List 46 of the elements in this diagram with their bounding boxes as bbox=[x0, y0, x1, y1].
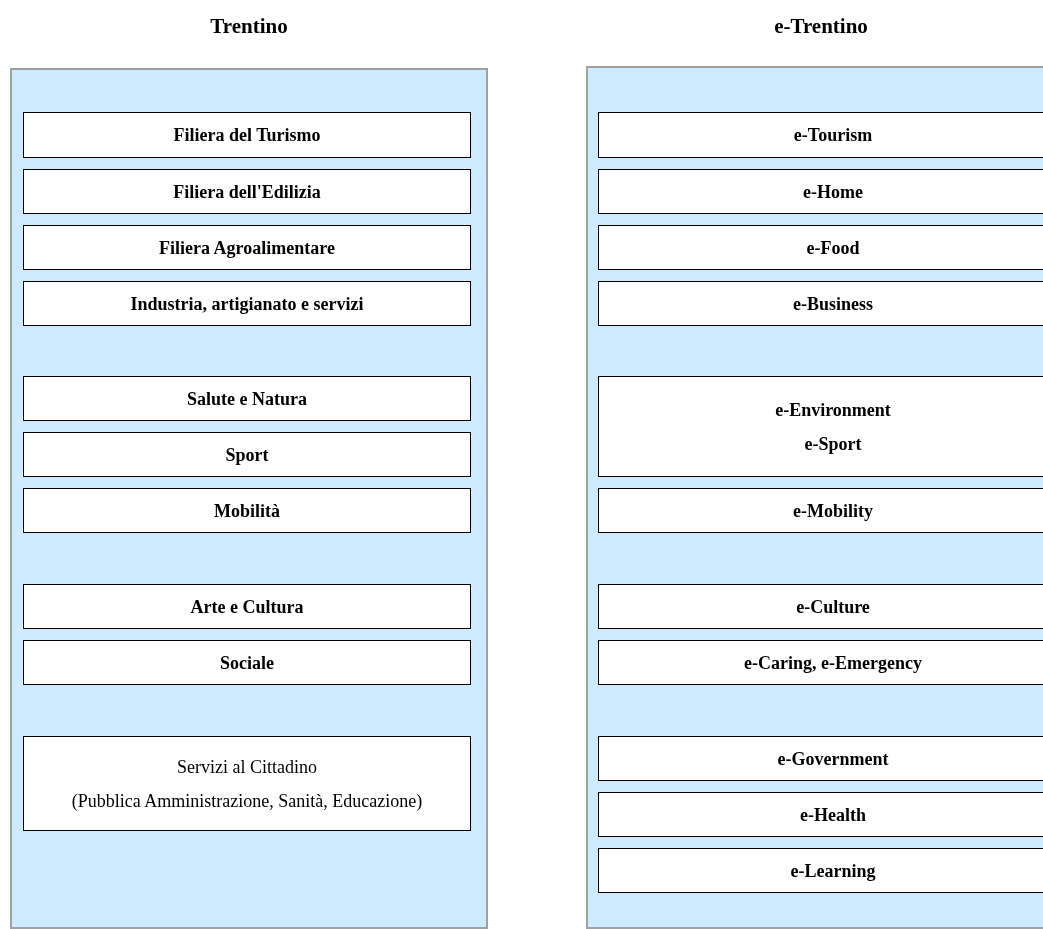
sector-box bbox=[598, 112, 1043, 158]
box-label: e-Health bbox=[800, 803, 866, 826]
box-label: Mobilità bbox=[214, 499, 280, 522]
sector-box bbox=[23, 281, 471, 326]
sector-box bbox=[23, 225, 471, 270]
sector-box bbox=[23, 640, 471, 685]
box-label: Filiera dell'Edilizia bbox=[173, 180, 321, 203]
sector-box bbox=[598, 792, 1043, 837]
sector-box bbox=[598, 640, 1043, 685]
sector-box bbox=[598, 376, 1043, 477]
sector-box bbox=[598, 584, 1043, 629]
box-label: e-Tourism bbox=[793, 124, 873, 146]
box-label: e-Food bbox=[806, 236, 860, 259]
box-label: Filiera Agroalimentare bbox=[159, 236, 335, 259]
box-label: Salute e Natura bbox=[187, 387, 307, 410]
sector-box bbox=[598, 848, 1043, 893]
sector-box bbox=[23, 112, 471, 158]
sector-box bbox=[23, 169, 471, 214]
sector-box bbox=[598, 281, 1043, 326]
box-label: e-Learning bbox=[790, 859, 876, 882]
box-label: Arte e Cultura bbox=[190, 595, 304, 618]
sector-box bbox=[23, 432, 471, 477]
box-label: e-Mobility bbox=[793, 499, 873, 522]
box-label: Sport bbox=[225, 443, 269, 466]
box-label: Industria, artigianato e servizi bbox=[130, 292, 364, 315]
box-label: e-Culture bbox=[796, 595, 870, 618]
box-label: Sociale bbox=[220, 651, 274, 674]
box-label: e-Business bbox=[793, 292, 873, 315]
box-label: (Pubblica Amministrazione, Sanità, Educazione) bbox=[71, 789, 423, 812]
box-label: Servizi al Cittadino bbox=[177, 755, 317, 778]
panel-heading: Trentino bbox=[210, 14, 288, 39]
sector-box bbox=[23, 376, 471, 421]
sector-box bbox=[23, 584, 471, 629]
sector-box bbox=[598, 225, 1043, 270]
sector-box bbox=[598, 736, 1043, 781]
panel-heading: e-Trentino bbox=[774, 14, 868, 39]
box-label: e-Home bbox=[803, 180, 863, 203]
box-label: e-Sport bbox=[804, 432, 862, 455]
sector-box bbox=[23, 736, 471, 831]
box-label: e-Caring, e-Emergency bbox=[744, 651, 922, 674]
box-label: e-Government bbox=[777, 747, 889, 770]
sector-box bbox=[598, 169, 1043, 214]
sector-box bbox=[23, 488, 471, 533]
box-label: Filiera del Turismo bbox=[173, 124, 321, 146]
box-label: e-Environment bbox=[775, 398, 891, 421]
sector-box bbox=[598, 488, 1043, 533]
